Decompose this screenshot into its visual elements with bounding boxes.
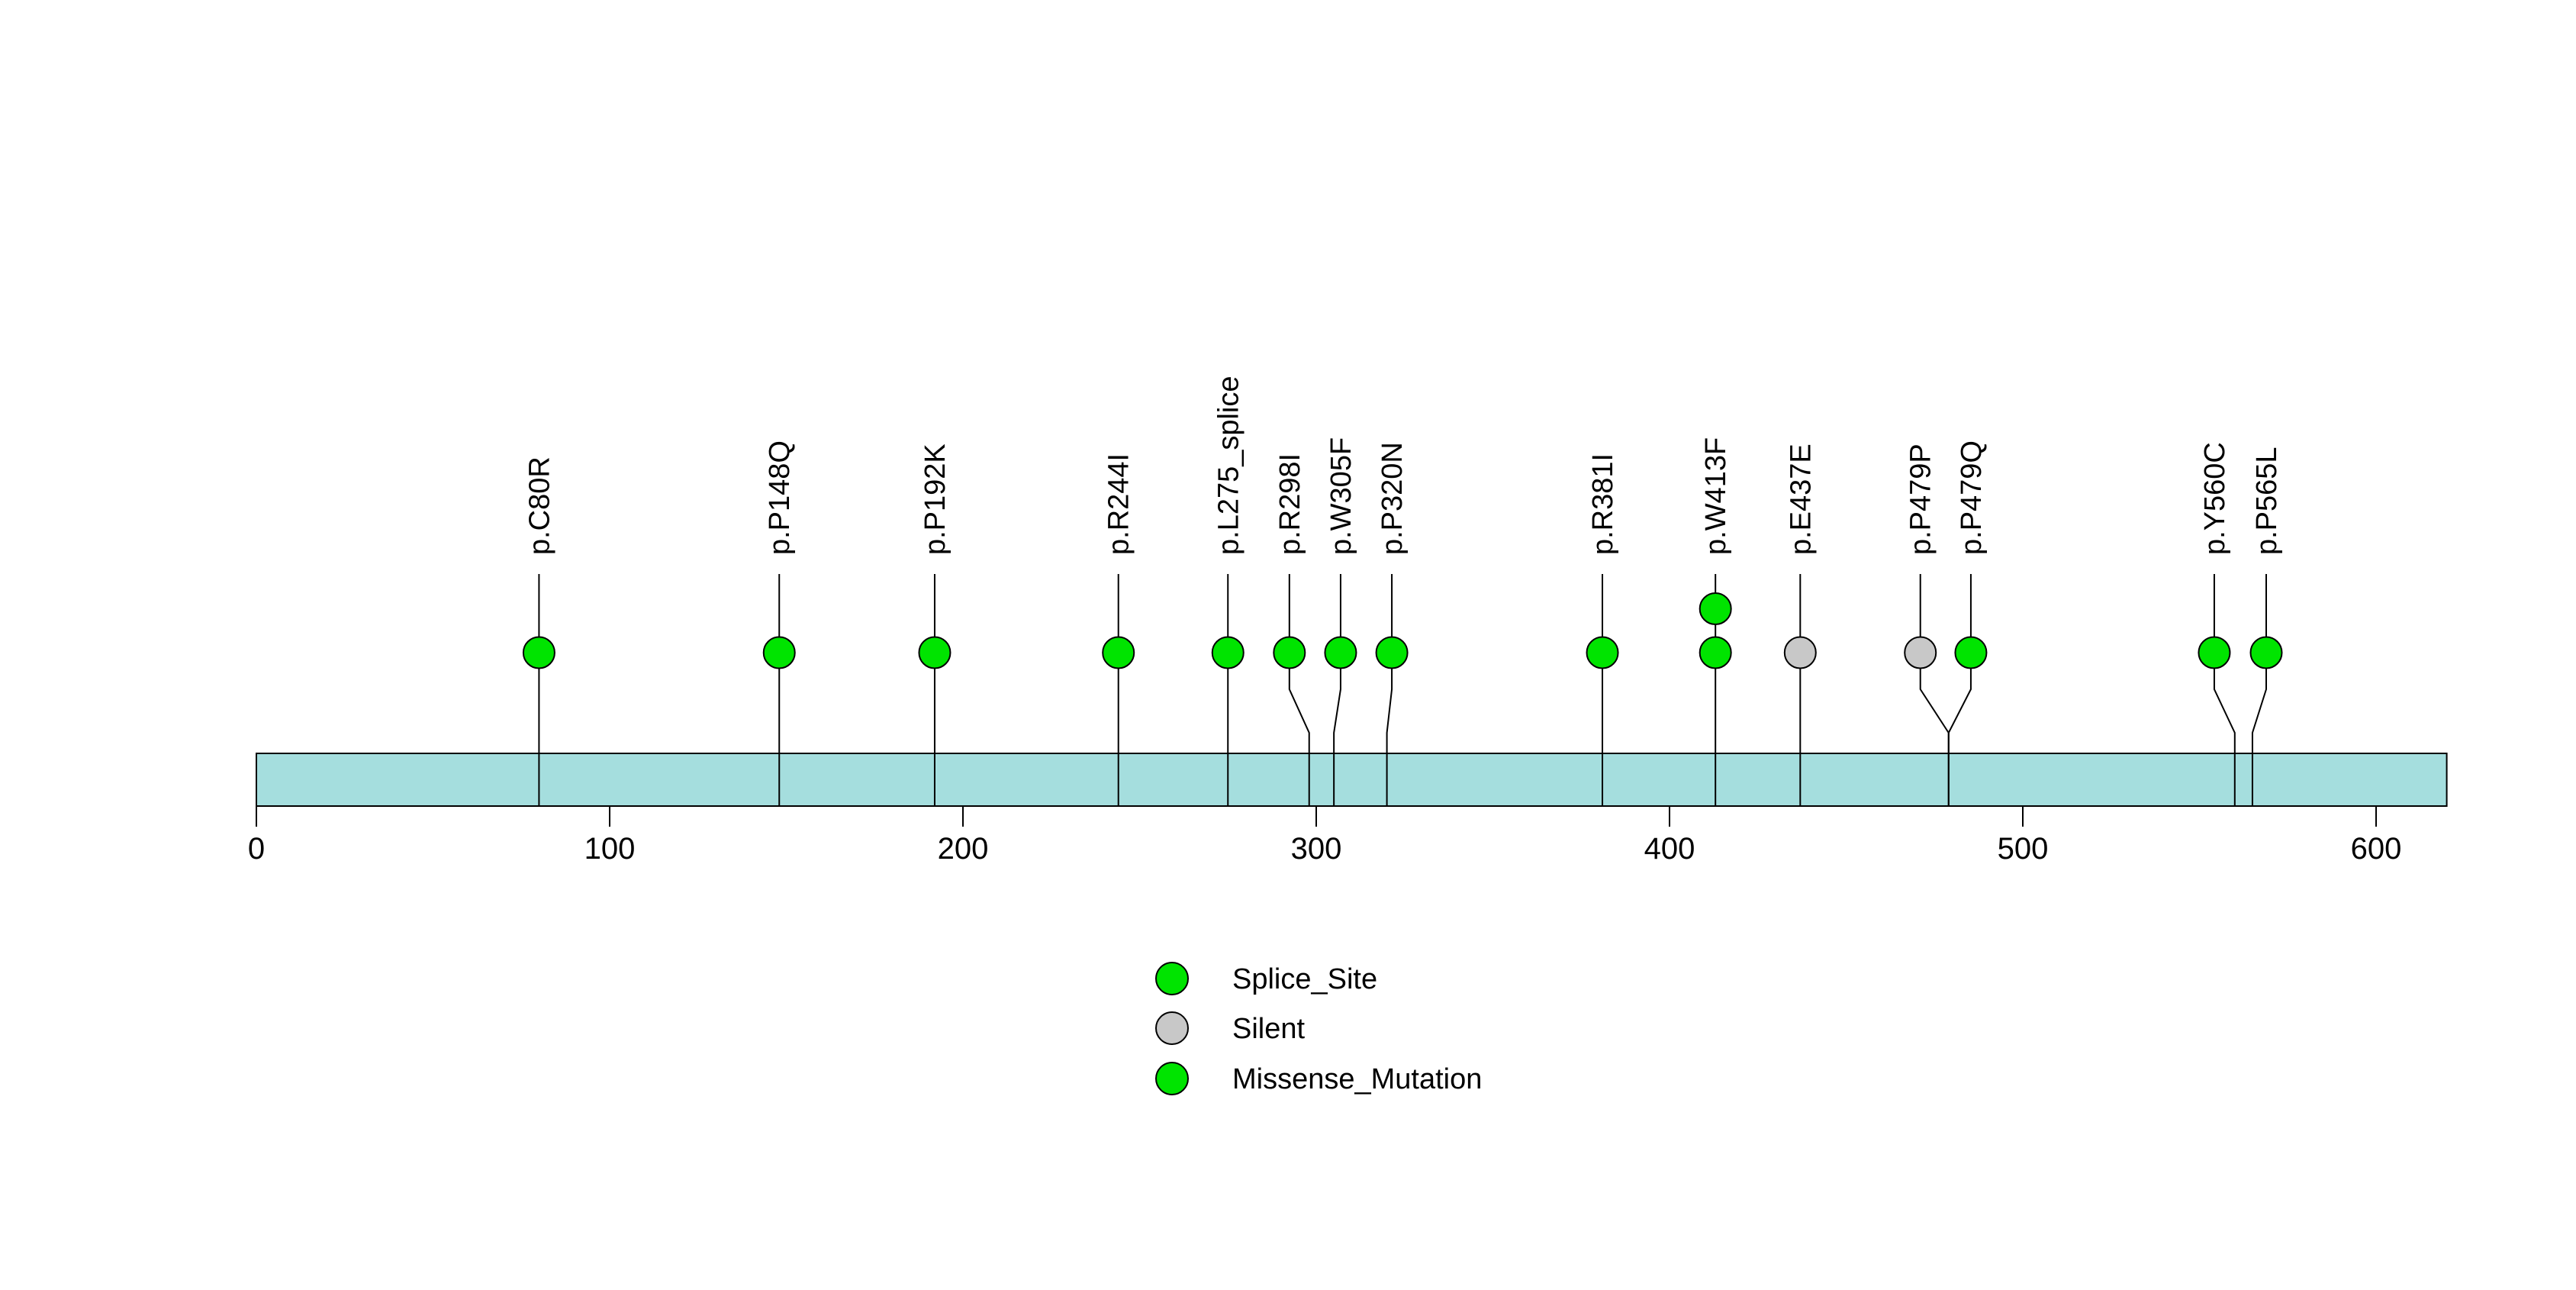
mutation-circle bbox=[1211, 636, 1245, 669]
mutation-stem bbox=[2213, 574, 2236, 806]
legend-label: Splice_Site bbox=[1232, 963, 1377, 995]
mutation-circle bbox=[522, 636, 555, 669]
mutation-label: p.P479Q bbox=[1956, 440, 1988, 555]
mutation-stem bbox=[1947, 574, 1972, 806]
mutation-circle bbox=[762, 636, 796, 669]
axis-tick-label: 0 bbox=[248, 832, 265, 866]
mutation-label: p.R381I bbox=[1587, 453, 1619, 555]
mutation-label: p.Y560C bbox=[2199, 442, 2231, 555]
mutation-circle bbox=[1586, 636, 1619, 669]
mutation-label: p.P192K bbox=[919, 443, 952, 555]
mutation-label: p.P148Q bbox=[764, 440, 796, 555]
mutation-circle bbox=[2198, 636, 2231, 669]
mutation-circle bbox=[1783, 636, 1817, 669]
mutation-circle bbox=[1699, 592, 1732, 625]
mutation-circle bbox=[1324, 636, 1357, 669]
legend-swatch bbox=[1155, 1062, 1189, 1095]
mutation-circle bbox=[1954, 636, 1988, 669]
mutation-circle bbox=[1375, 636, 1409, 669]
mutation-label: p.C80R bbox=[523, 456, 555, 555]
mutation-stem bbox=[1333, 574, 1341, 806]
legend-swatch bbox=[1155, 1011, 1189, 1045]
mutation-label: p.W305F bbox=[1325, 437, 1357, 555]
legend-swatch bbox=[1155, 962, 1189, 995]
mutation-stem bbox=[2251, 574, 2268, 806]
legend-label: Silent bbox=[1232, 1013, 1305, 1045]
mutation-circle bbox=[1699, 636, 1732, 669]
mutation-label: p.R244I bbox=[1103, 453, 1135, 555]
mutation-circle bbox=[1273, 636, 1306, 669]
mutation-stem bbox=[1288, 574, 1310, 806]
mutation-stem bbox=[1386, 574, 1393, 806]
mutation-circle bbox=[1102, 636, 1135, 669]
mutation-label: p.P565L bbox=[2251, 447, 2283, 555]
axis-tick-label: 200 bbox=[938, 832, 989, 866]
mutation-circle bbox=[2249, 636, 2283, 669]
mutation-label: p.R298I bbox=[1274, 453, 1306, 555]
mutation-circle bbox=[1904, 636, 1937, 669]
mutation-label: p.P479P bbox=[1905, 443, 1937, 555]
axis-tick-label: 600 bbox=[2351, 832, 2402, 866]
mutation-label: p.P320N bbox=[1377, 442, 1409, 555]
axis-tick-label: 100 bbox=[584, 832, 636, 866]
mutation-circle bbox=[918, 636, 952, 669]
mutation-label: p.W413F bbox=[1700, 437, 1732, 555]
axis-tick-label: 300 bbox=[1291, 832, 1342, 866]
protein-bar bbox=[256, 753, 2448, 807]
axis-tick-label: 500 bbox=[1998, 832, 2049, 866]
legend-label: Missense_Mutation bbox=[1232, 1063, 1482, 1095]
axis-tick-label: 400 bbox=[1644, 832, 1695, 866]
mutation-label: p.L275_splice bbox=[1212, 376, 1245, 555]
mutation-label: p.E437E bbox=[1785, 443, 1817, 555]
